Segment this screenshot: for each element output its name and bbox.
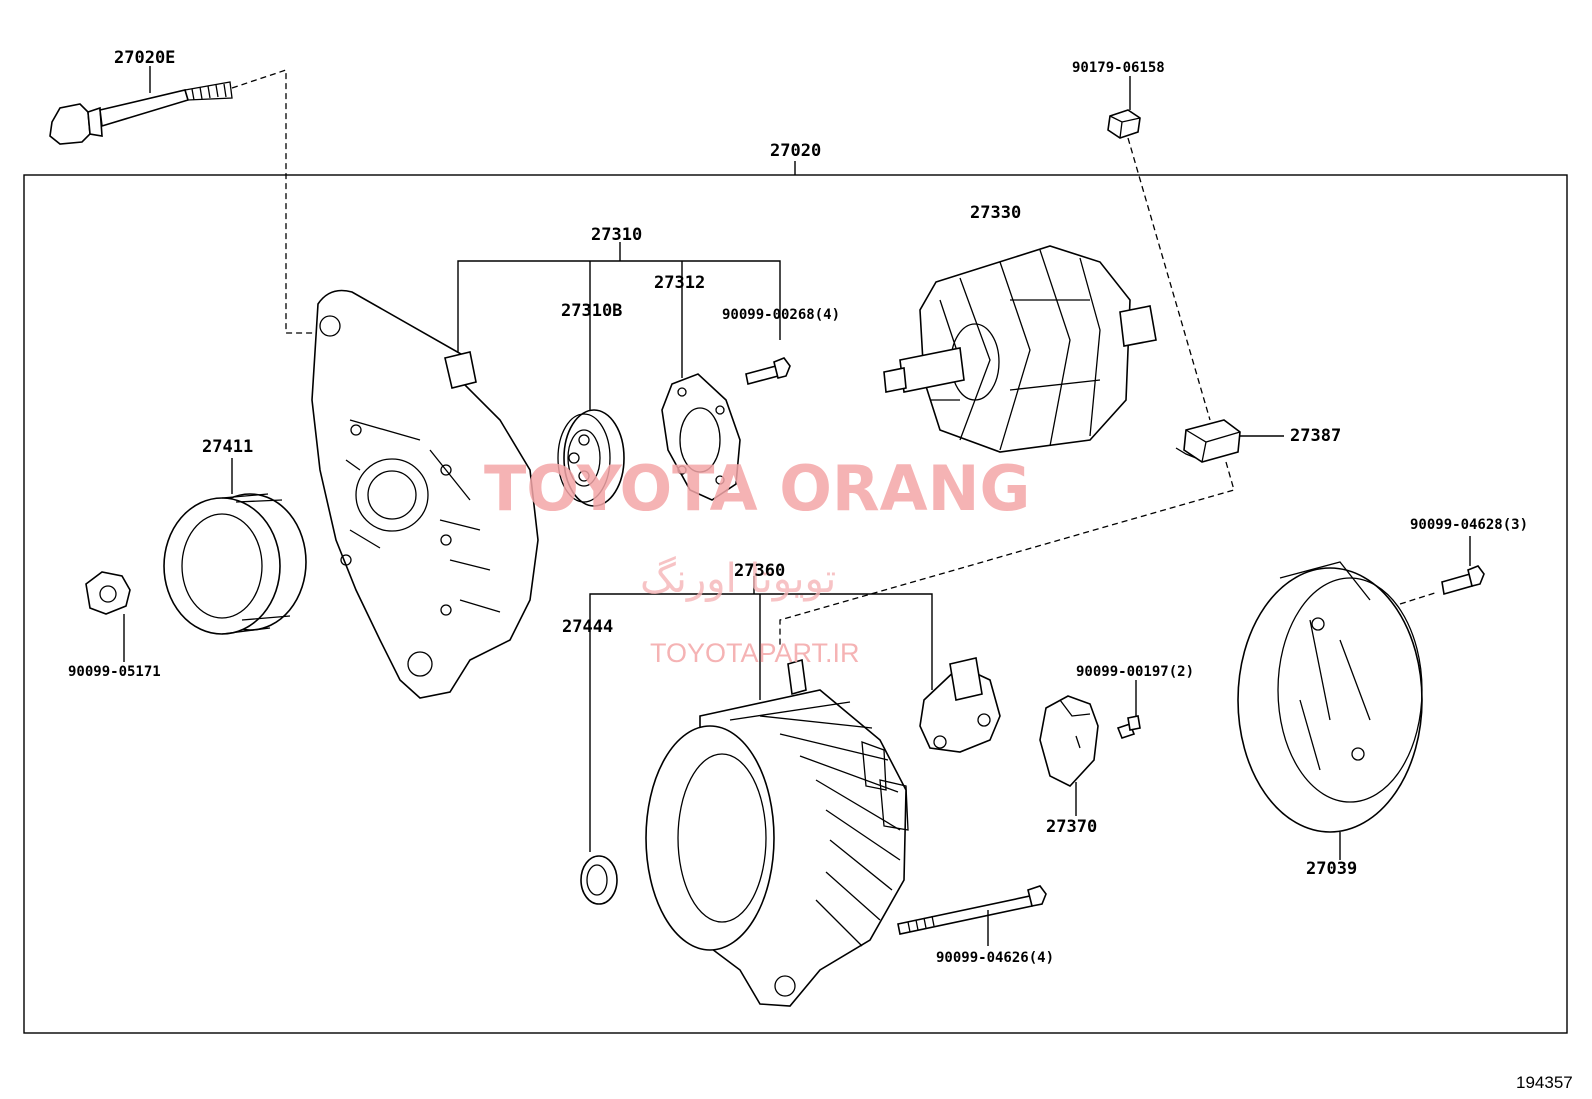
label-90099-04628: 90099-04628(3): [1410, 517, 1528, 533]
regulator-27370[interactable]: [1039, 695, 1099, 787]
brush-holder[interactable]: [919, 657, 1001, 753]
label-27330: 27330: [970, 203, 1021, 223]
label-27020: 27020: [770, 141, 821, 161]
screw-90099-04628[interactable]: [1441, 565, 1485, 596]
label-27444: 27444: [562, 617, 613, 637]
bracket-27360: [589, 576, 933, 852]
rear-cover-27039[interactable]: [1237, 561, 1423, 833]
dash-90179: [1127, 137, 1211, 421]
bolt-90099-04626[interactable]: [897, 885, 1047, 935]
label-90179-06158: 90179-06158: [1072, 60, 1165, 76]
bracket-27310: [457, 242, 781, 410]
label-27411: 27411: [202, 437, 253, 457]
label-90099-05171: 90099-05171: [68, 664, 161, 680]
watermark-brand-persian: تویوتا اورنگ: [640, 556, 836, 602]
dash-27039: [1399, 591, 1439, 605]
screw-90099-00197[interactable]: [1116, 715, 1141, 739]
retainer-plate-27312[interactable]: [661, 373, 741, 501]
label-90099-00197: 90099-00197(2): [1076, 664, 1194, 680]
bearing-27310b[interactable]: [557, 409, 625, 507]
watermark-url: TOYOTAPART.IR: [650, 638, 860, 668]
label-27310: 27310: [591, 225, 642, 245]
label-90099-04626: 90099-04626(4): [936, 950, 1054, 966]
label-27360: 27360: [734, 561, 785, 581]
dash-27387: [779, 461, 1235, 648]
screw-90099-00268[interactable]: [745, 357, 791, 385]
pulley-nut-90099-05171[interactable]: [85, 571, 131, 615]
label-27020e: 27020E: [114, 48, 175, 68]
dash-27020e: [231, 69, 320, 334]
label-27039: 27039: [1306, 859, 1357, 879]
washer-27444[interactable]: [580, 855, 618, 905]
bolt-27020e[interactable]: [49, 81, 233, 145]
label-27312: 27312: [654, 273, 705, 293]
label-90099-00268: 90099-00268(4): [722, 307, 840, 323]
pulley-27411[interactable]: [163, 493, 307, 635]
nut-90179-06158[interactable]: [1107, 109, 1141, 139]
drive-end-frame[interactable]: [311, 289, 539, 699]
insulator-27387[interactable]: [1175, 419, 1241, 463]
rotor-27330[interactable]: [883, 245, 1157, 453]
rectifier-end-frame[interactable]: [645, 658, 909, 1007]
diagram-ref-number: 194357: [1516, 1073, 1573, 1092]
watermark-brand: TOYOTA ORANG: [484, 452, 1030, 525]
label-27370: 27370: [1046, 817, 1097, 837]
label-27387: 27387: [1290, 426, 1341, 446]
label-27310b: 27310B: [561, 301, 622, 321]
